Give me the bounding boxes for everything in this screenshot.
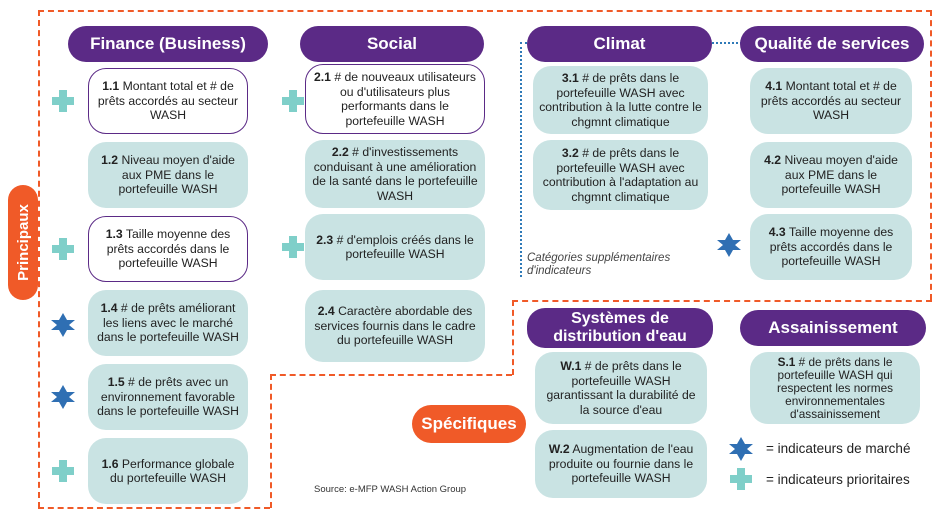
indicator-card-4-3: 4.3 Taille moyenne des prêts accordés da… bbox=[750, 214, 912, 280]
indicator-card-2-4: 2.4 Caractère abordable des services fou… bbox=[305, 290, 485, 362]
header-eau: Systèmes de distribution d'eau bbox=[527, 308, 713, 348]
priority-plus-icon bbox=[282, 90, 304, 112]
principaux-label: Principaux bbox=[8, 185, 38, 300]
frame-step-horizontal bbox=[270, 374, 512, 376]
frame-left-line bbox=[38, 10, 40, 508]
header-climat: Climat bbox=[527, 26, 712, 62]
header-finance: Finance (Business) bbox=[68, 26, 268, 62]
indicator-card-1-4: 1.4 # de prêts améliorant les liens avec… bbox=[88, 290, 248, 356]
market-star-icon bbox=[51, 313, 75, 337]
note-supplementaires: Catégories supplémentaires d'indicateurs bbox=[527, 252, 671, 277]
specifiques-label: Spécifiques bbox=[412, 405, 526, 443]
frame-step-vertical bbox=[270, 374, 272, 508]
frame-mid-vertical bbox=[512, 300, 514, 375]
priority-plus-icon bbox=[52, 238, 74, 260]
frame-mid-horizontal bbox=[512, 300, 932, 302]
priority-plus-icon bbox=[52, 460, 74, 482]
frame-right-line bbox=[930, 10, 932, 300]
frame-top-line bbox=[38, 10, 932, 12]
indicator-card-2-1: 2.1 # de nouveaux utilisateurs ou d'util… bbox=[305, 64, 485, 134]
extra-frame-left bbox=[520, 42, 522, 277]
indicator-card-4-1: 4.1 Montant total et # de prêts accordés… bbox=[750, 68, 912, 134]
indicator-card-2-2: 2.2 # d'investissements conduisant à une… bbox=[305, 140, 485, 208]
indicator-card-3-1: 3.1 # de prêts dans le portefeuille WASH… bbox=[533, 66, 708, 134]
indicator-card-w-1: W.1 # de prêts dans le portefeuille WASH… bbox=[535, 352, 707, 424]
indicator-card-3-2: 3.2 # de prêts dans le portefeuille WASH… bbox=[533, 140, 708, 210]
indicator-card-1-5: 1.5 # de prêts avec un environnement fav… bbox=[88, 364, 248, 430]
indicator-card-2-3: 2.3 # d'emplois créés dans le portefeuil… bbox=[305, 214, 485, 280]
header-social: Social bbox=[300, 26, 484, 62]
market-star-icon bbox=[51, 385, 75, 409]
indicator-card-1-1: 1.1 Montant total et # de prêts accordés… bbox=[88, 68, 248, 134]
legend-marche: = indicateurs de marché bbox=[766, 441, 911, 456]
indicator-card-1-3: 1.3 Taille moyenne des prêts accordés da… bbox=[88, 216, 248, 282]
indicator-card-w-2: W.2 Augmentation de l'eau produite ou fo… bbox=[535, 430, 707, 498]
header-qualite: Qualité de services bbox=[740, 26, 924, 62]
priority-plus-icon bbox=[52, 90, 74, 112]
extra-frame-connector bbox=[712, 42, 742, 44]
legend-prioritaires: = indicateurs prioritaires bbox=[766, 472, 910, 487]
header-assainissement: Assainissement bbox=[740, 310, 926, 346]
priority-plus-icon bbox=[282, 236, 304, 258]
market-star-icon bbox=[717, 233, 741, 257]
source-credit: Source: e-MFP WASH Action Group bbox=[314, 484, 467, 495]
frame-bottom-left-line bbox=[38, 507, 270, 509]
indicator-card-1-6: 1.6 Performance globale du portefeuille … bbox=[88, 438, 248, 504]
legend-star-icon bbox=[729, 437, 753, 461]
legend-plus-icon bbox=[730, 468, 752, 490]
indicator-card-s-1: S.1 # de prêts dans le portefeuille WASH… bbox=[750, 352, 920, 424]
indicator-card-1-2: 1.2 Niveau moyen d'aide aux PME dans le … bbox=[88, 142, 248, 208]
indicator-card-4-2: 4.2 Niveau moyen d'aide aux PME dans le … bbox=[750, 142, 912, 208]
